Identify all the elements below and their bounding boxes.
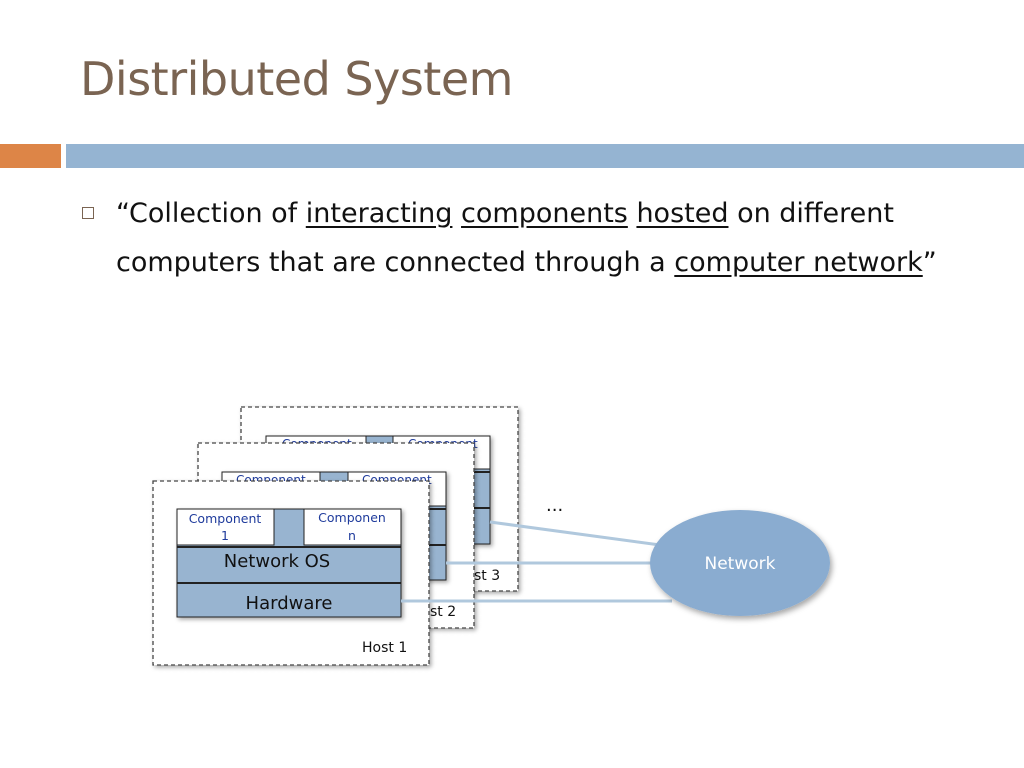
open-quote: “ [116, 198, 130, 229]
hardware-layer: Hardware [246, 593, 333, 614]
component-1-label: Component [189, 511, 262, 526]
host-3-label: st 3 [474, 568, 500, 584]
component-1-number: 1 [221, 528, 229, 543]
network-label: Network [705, 554, 776, 574]
bullet-definition: “Collection of interacting components ho… [116, 189, 976, 287]
network-node: Network [650, 510, 830, 616]
more-hosts-ellipsis: ... [546, 495, 563, 516]
term-interacting: interacting [305, 198, 453, 229]
host-1-label: Host 1 [362, 640, 407, 656]
term-hosted: hosted [636, 198, 729, 229]
network-links [401, 520, 672, 603]
link-host-3 [489, 520, 661, 547]
component-n-number: n [348, 528, 356, 543]
accent-bar-orange [0, 144, 61, 168]
slide-title: Distributed System [80, 52, 513, 106]
definition-text-2: on different computers that are connecte… [116, 198, 894, 278]
host-2-label: st 2 [430, 604, 456, 620]
accent-bar-blue [66, 144, 1024, 168]
network-ellipse [650, 510, 830, 616]
host-1-component-1 [176, 508, 275, 546]
network-os-layer: Network OS [224, 551, 330, 572]
term-components: components [461, 198, 628, 229]
component-n-label: Componen [318, 510, 386, 525]
host-1: Component 1 Componen n Network OS Hardwa… [152, 480, 430, 666]
definition-text-1: Collection of [129, 198, 306, 229]
host-1-component-n [303, 508, 402, 546]
bullet-square-icon [82, 207, 94, 219]
close-quote: ” [922, 247, 937, 278]
term-computer-network: computer network [674, 247, 923, 278]
